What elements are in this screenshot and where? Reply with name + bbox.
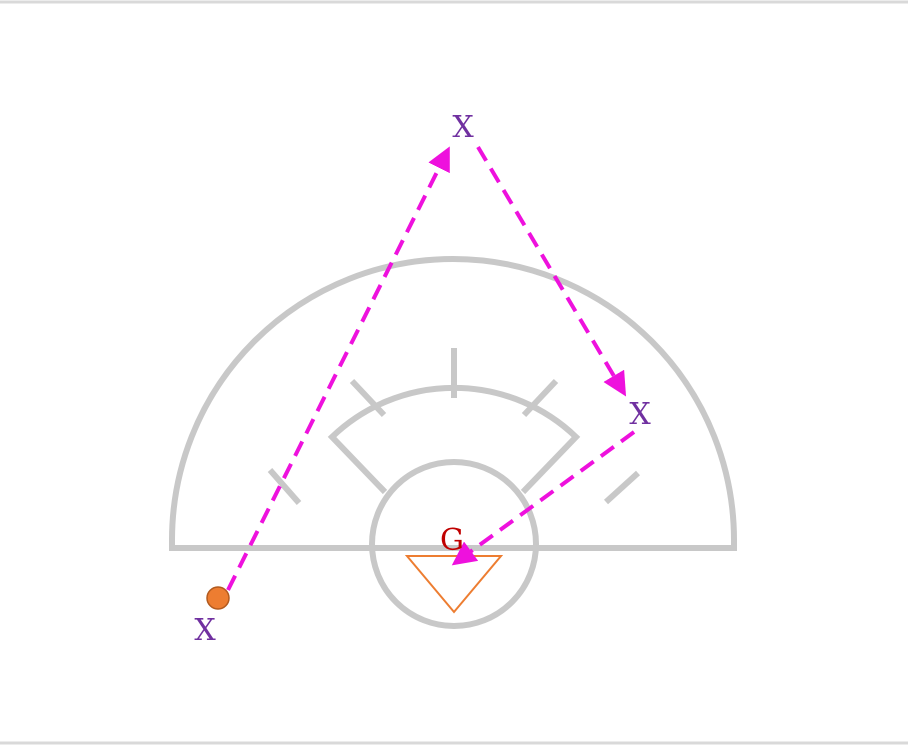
player-right: X: [629, 397, 651, 432]
hash-mark-lower-right: [603, 470, 641, 505]
goal-triangle: [404, 555, 504, 614]
crease-circle: [369, 459, 539, 629]
inner-arc: [327, 384, 581, 495]
goalie-label: G: [440, 523, 464, 558]
court-markings: [169, 256, 737, 629]
ball: [206, 586, 230, 610]
hash-mark-upper-left: [349, 378, 387, 418]
player-top: X: [452, 110, 474, 145]
player-bottom-left: X: [194, 613, 216, 648]
hash-mark-upper-right: [521, 378, 559, 418]
pass-arrow-2: [476, 145, 627, 397]
outer-arc: [169, 256, 737, 551]
pass-arrow-3: [451, 430, 636, 566]
pass-arrows: [226, 145, 636, 591]
pass-arrow-1: [226, 146, 450, 591]
hash-mark-lower-left: [267, 468, 302, 505]
